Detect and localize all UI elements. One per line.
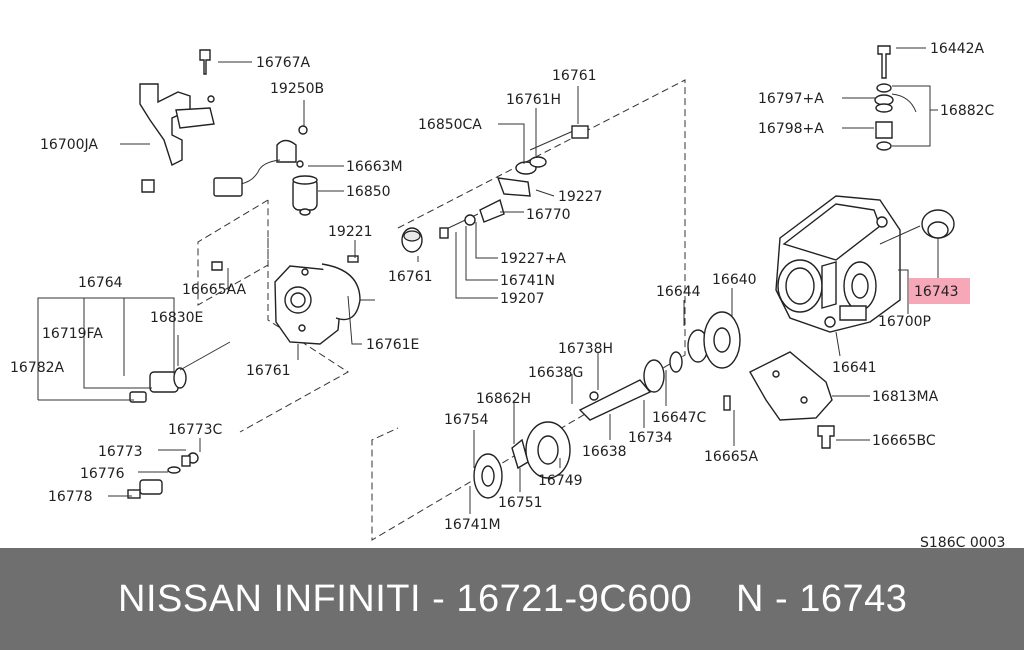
label-16665aa: 16665AA [182,282,247,298]
label-16761-top: 16761 [552,68,597,84]
label-16761-body: 16761 [246,363,291,379]
label-16663m: 16663M [346,159,403,175]
label-16644: 16644 [656,284,701,300]
label-16778: 16778 [48,489,93,505]
label-16638: 16638 [582,444,627,460]
label-16797a: 16797+A [758,91,824,107]
label-16773c: 16773C [168,422,223,438]
label-16764: 16764 [78,275,123,291]
label-16741n: 16741N [500,273,555,289]
label-16862h: 16862H [476,391,531,407]
label-16647c: 16647C [652,410,707,426]
label-16882c: 16882C [940,103,995,119]
dashed-outline-left [197,199,269,306]
label-19207: 19207 [500,291,545,307]
label-16700ja: 16700JA [40,137,98,153]
label-16813ma: 16813MA [872,389,939,405]
label-16734: 16734 [628,430,673,446]
footer-part-number: NISSAN INFINITI - 16721-9C600 [118,578,693,620]
dashed-outline-center [371,79,686,541]
label-16798a: 16798+A [758,121,824,137]
label-16761e: 16761E [366,337,419,353]
leader-lines [37,47,939,514]
label-16761-nozzle: 16761 [388,269,433,285]
label-19227: 19227 [558,189,603,205]
label-16767a: 16767A [256,55,311,71]
bracket-16813ma [749,351,835,449]
label-16850: 16850 [346,184,391,200]
footer-bar: NISSAN INFINITI - 16721-9C600 N - 16743 [0,548,1024,650]
label-16749: 16749 [538,473,583,489]
label-16741m: 16741M [444,517,501,533]
label-16700p: 16700P [878,314,931,330]
label-16754: 16754 [444,412,489,428]
valve-16764 [129,341,231,403]
part-labels: 16767A 19250B 16700JA 16663M 16850 19221… [10,41,1005,548]
label-16770: 16770 [526,207,571,223]
label-16442a: 16442A [930,41,985,57]
label-16776: 16776 [80,466,125,482]
highlight-16743 [909,278,970,304]
label-16761h: 16761H [506,92,561,108]
label-19250b: 19250B [270,81,324,97]
sensor-16850 [213,125,318,216]
label-16782a: 16782A [10,360,65,376]
pump-head-16761 [211,227,423,345]
label-16751: 16751 [498,495,543,511]
label-16638g: 16638G [528,365,583,381]
plunger-16770 [439,125,589,239]
label-16850ca: 16850CA [418,117,482,133]
label-16738h: 16738H [558,341,613,357]
label-16743: 16743 [914,284,959,300]
label-19221: 19221 [328,224,373,240]
stack-16442a [874,45,917,151]
label-16719fa: 16719FA [42,326,103,342]
diagram-code: S186C 0003 [920,535,1005,548]
label-16773: 16773 [98,444,143,460]
parts-diagram: 16767A 19250B 16700JA 16663M 16850 19221… [10,41,1005,548]
bracket-16700ja [139,49,215,193]
label-16641: 16641 [832,360,877,376]
label-16665bc: 16665BC [872,433,936,449]
small-parts-16773 [127,452,199,499]
label-16640: 16640 [712,272,757,288]
pump-housing-16700p [775,195,955,333]
label-16665a: 16665A [704,449,759,465]
label-19227a: 19227+A [500,251,566,267]
gear-assembly [473,311,741,499]
footer-reference: N - 16743 [736,578,908,620]
label-16830e: 16830E [150,310,203,326]
